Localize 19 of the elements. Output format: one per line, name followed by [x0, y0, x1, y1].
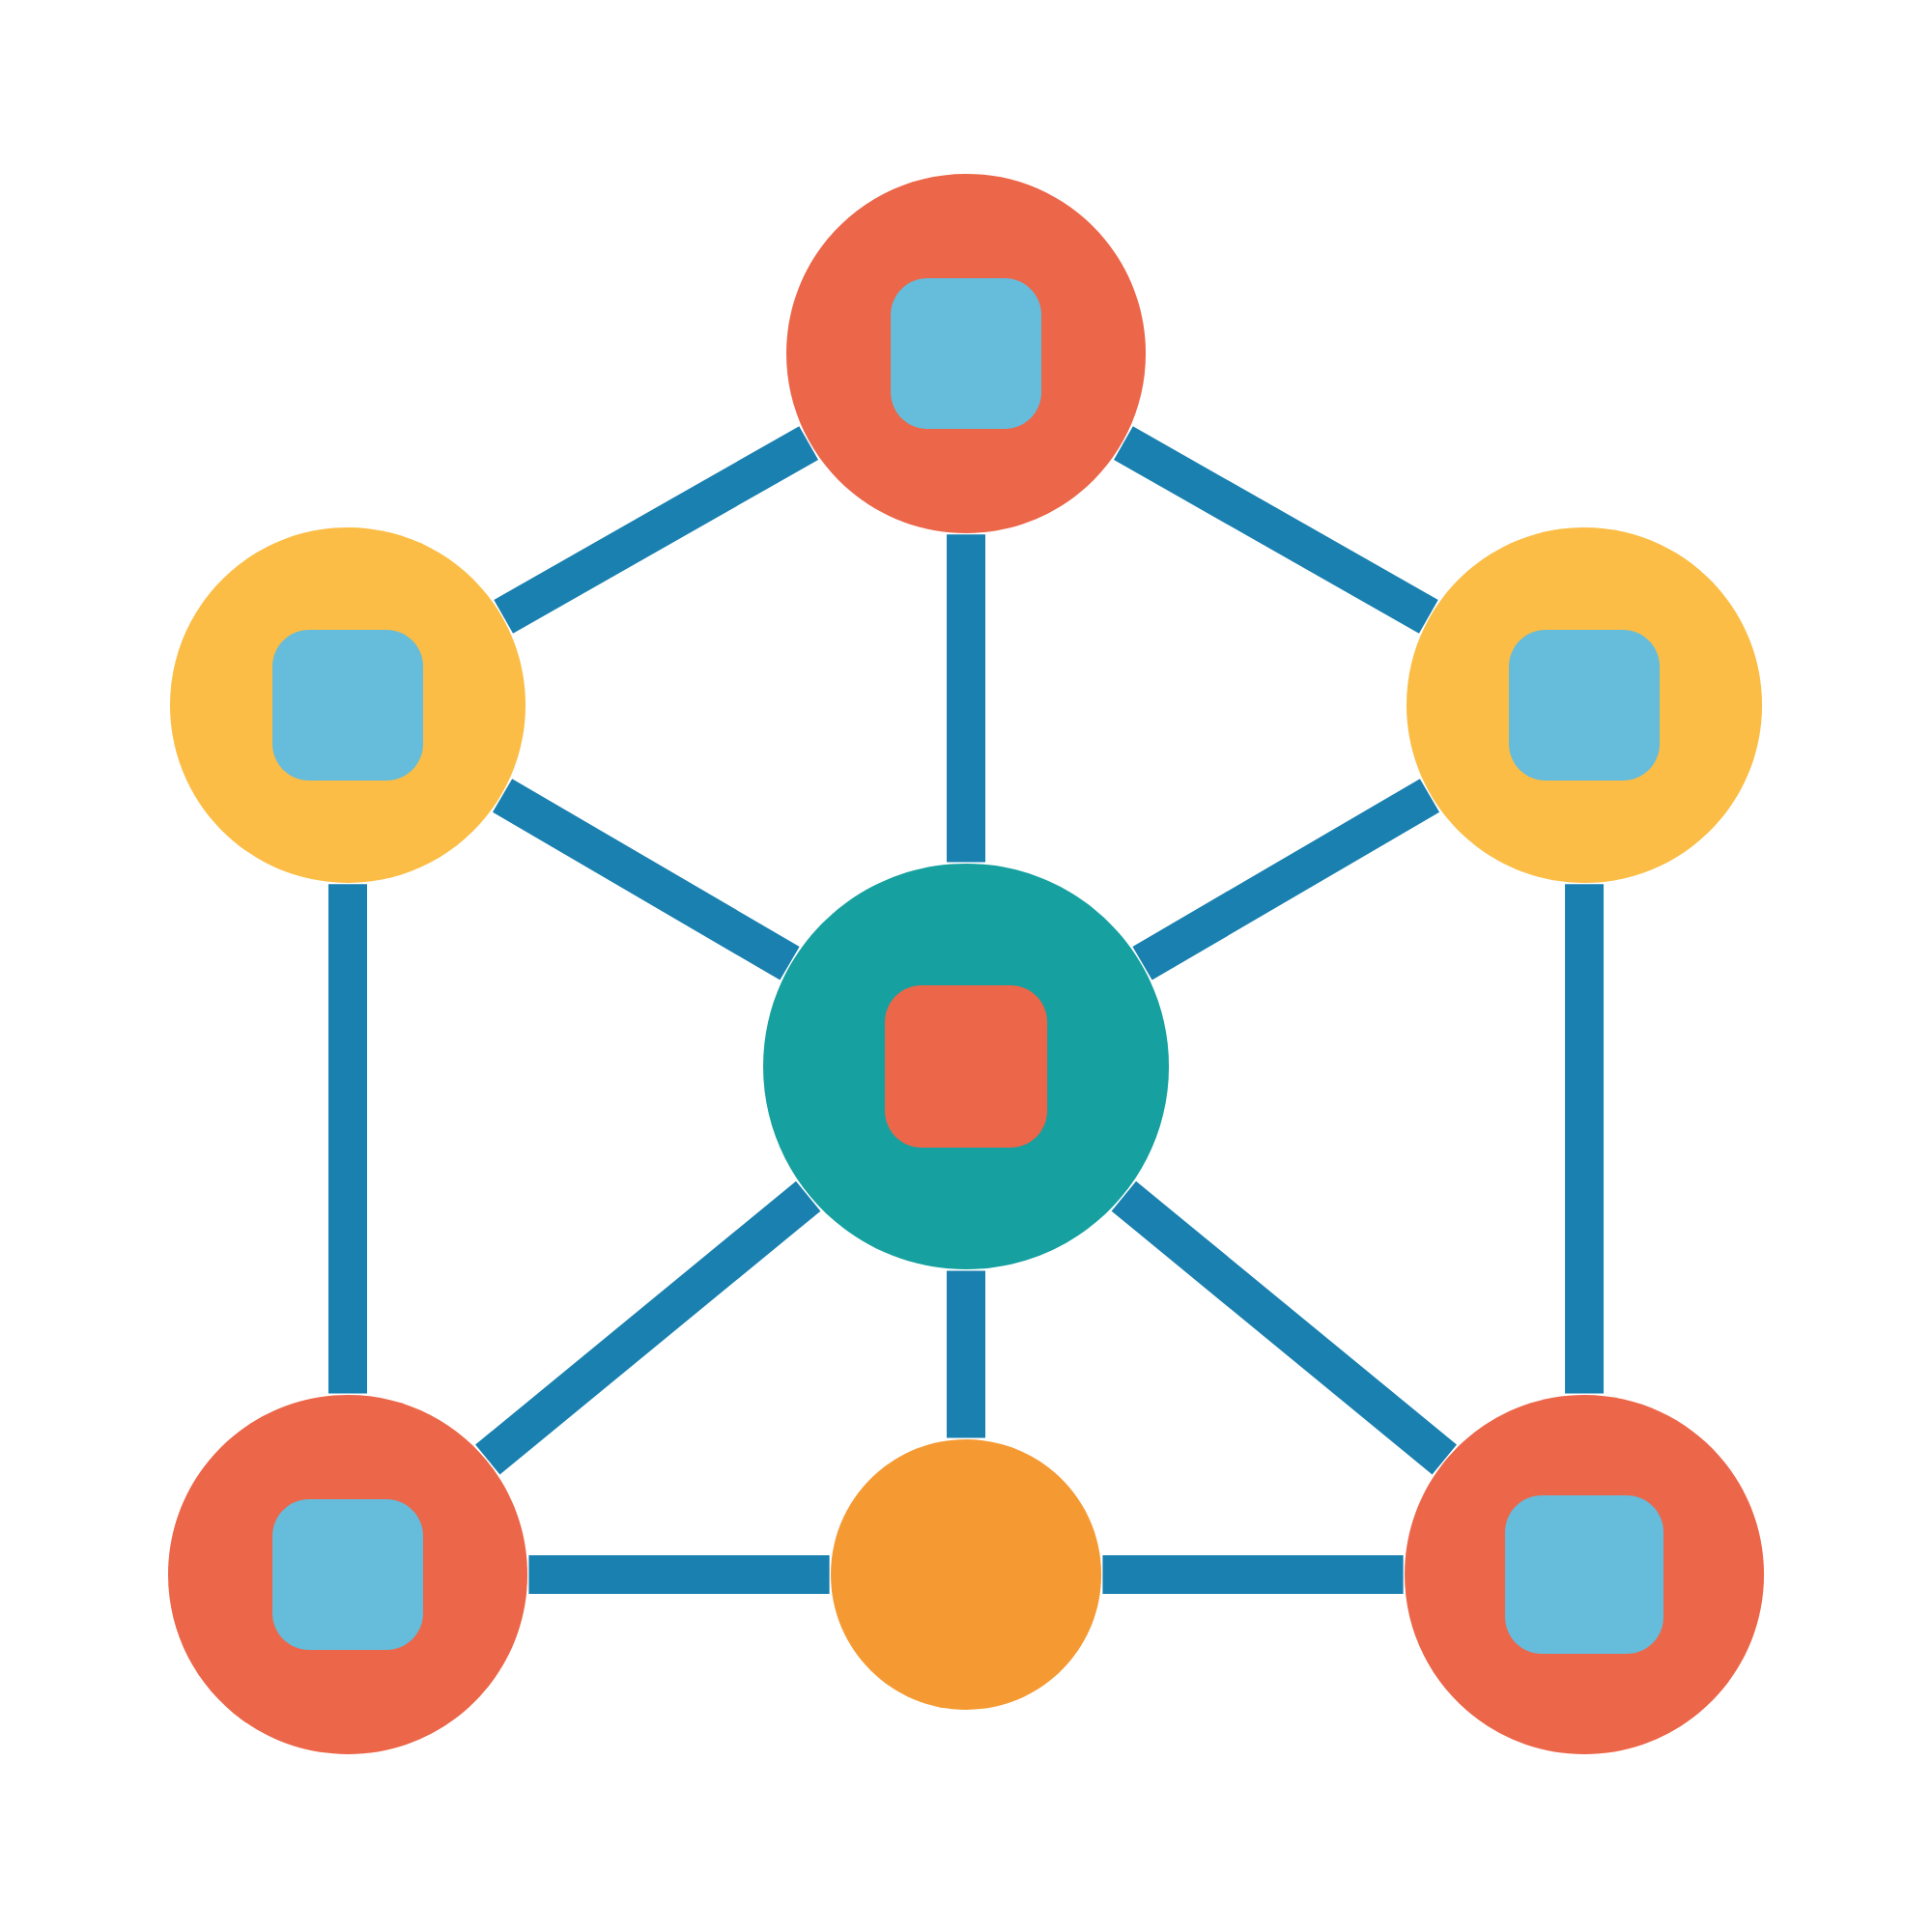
connector-line: [1132, 779, 1440, 980]
connector-line: [475, 1180, 821, 1475]
connector-line: [947, 534, 986, 863]
network-node: [831, 1439, 1102, 1710]
connector-line: [528, 1555, 830, 1594]
connector-line: [1565, 884, 1605, 1394]
connector-line: [1111, 1180, 1457, 1475]
connector-line: [1114, 426, 1438, 634]
network-node: [1406, 526, 1763, 883]
network-node: [168, 1395, 527, 1754]
connector-line: [328, 884, 367, 1394]
network-node: [786, 173, 1147, 533]
connector-line: [947, 1270, 986, 1438]
connector-line: [493, 779, 800, 980]
connector-line: [494, 426, 819, 634]
network-node: [170, 526, 526, 883]
network-node: [763, 864, 1170, 1269]
network-node: [1405, 1395, 1765, 1754]
connector-line: [1102, 1555, 1404, 1594]
